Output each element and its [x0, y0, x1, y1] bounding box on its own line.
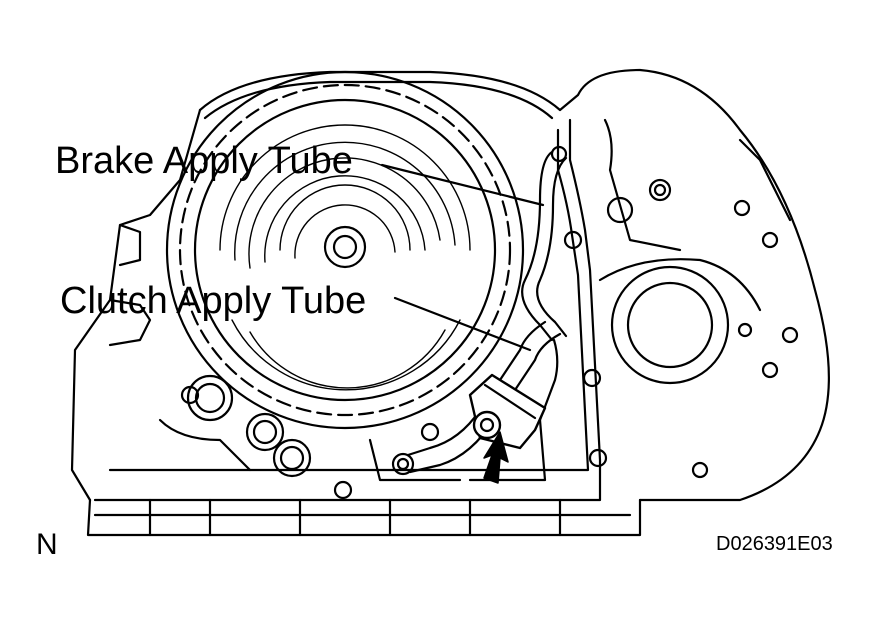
orientation-marker: N — [36, 528, 58, 561]
callout-leaders — [380, 163, 545, 352]
arrow-up-icon — [483, 431, 509, 484]
valve-body-plate — [86, 118, 642, 537]
figure-code: D026391E03 — [716, 533, 833, 555]
differential-housing — [598, 118, 799, 479]
clutch-apply-tube-label: Clutch Apply Tube — [60, 280, 367, 322]
clutch-drum — [165, 70, 525, 430]
brake-apply-tube — [521, 145, 568, 342]
valve-bores — [158, 374, 547, 482]
tube-retainer-bracket — [468, 373, 547, 450]
clutch-tube-leader-line — [393, 296, 532, 352]
transaxle-case — [70, 68, 830, 502]
brake-tube-leader-line — [380, 163, 545, 207]
brake-apply-tube-label: Brake Apply Tube — [55, 140, 353, 182]
